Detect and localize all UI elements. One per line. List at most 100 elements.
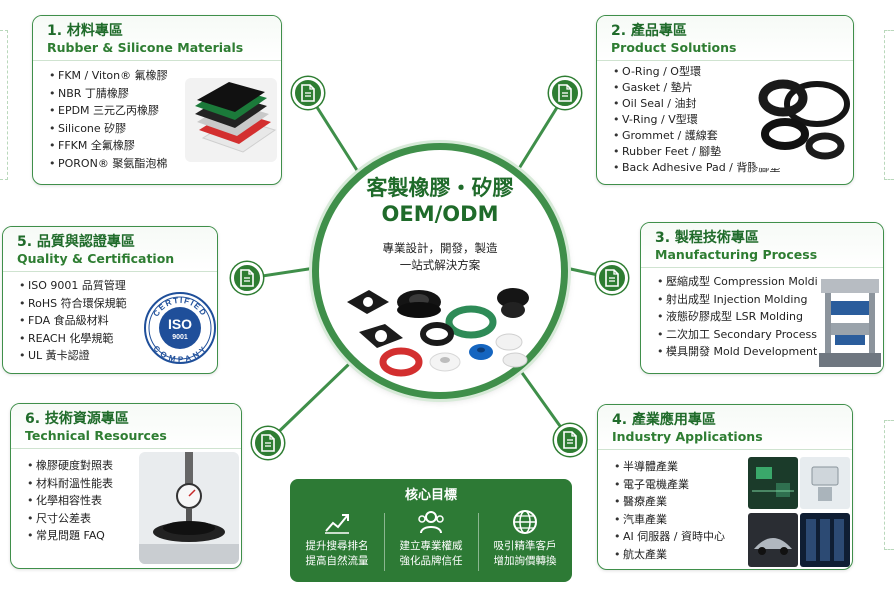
list-item[interactable]: 尺寸公差表 (27, 510, 241, 528)
card-process-list: 壓縮成型 Compression Molding 射出成型 Injection … (641, 268, 883, 361)
list-item[interactable]: UL 黃卡認證 (19, 347, 217, 365)
list-item[interactable]: 射出成型 Injection Molding (657, 291, 883, 309)
card-quality-header: 5. 品質與認證專區 Quality & Certification (3, 227, 217, 272)
list-item[interactable]: 航太產業 (614, 546, 852, 564)
list-item[interactable]: Rubber Feet / 腳墊 (613, 144, 853, 160)
document-icon (605, 269, 619, 287)
goal-ranking-line2: 提高自然流量 (305, 555, 369, 567)
list-item[interactable]: 材料耐溫性能表 (27, 475, 241, 493)
node-process[interactable] (596, 262, 628, 294)
card-process-header: 3. 製程技術專區 Manufacturing Process (641, 223, 883, 268)
people-icon (418, 511, 444, 534)
globe-icon (513, 510, 537, 534)
list-item[interactable]: 電子電機產業 (614, 476, 852, 494)
card-resources-header: 6. 技術資源專區 Technical Resources (11, 404, 241, 449)
list-item[interactable]: 壓縮成型 Compression Molding (657, 273, 883, 291)
card-materials-subtitle: Rubber & Silicone Materials (47, 40, 244, 55)
list-item[interactable]: FKM / Viton® 氟橡膠 (49, 67, 281, 85)
list-item[interactable]: V-Ring / V型環 (613, 112, 853, 128)
list-item[interactable]: REACH 化學規範 (19, 330, 217, 348)
goal-divider (384, 513, 385, 571)
card-materials-title: 1. 材料專區 (47, 23, 123, 39)
molding-machine-image (817, 273, 883, 371)
card-process-title: 3. 製程技術專區 (655, 230, 759, 246)
card-products-list: O-Ring / O型環 Gasket / 墊片 Oil Seal / 油封 V… (597, 61, 853, 176)
list-item[interactable]: 汽車產業 (614, 511, 852, 529)
industry-images-grid (748, 457, 850, 567)
center-tagline-2: 一站式解決方案 (399, 258, 481, 272)
goal-customers-line2: 增加詢價轉換 (493, 555, 557, 567)
list-item[interactable]: FFKM 全氟橡膠 (49, 137, 281, 155)
goal-customers-line1: 吸引精準客戶 (493, 540, 557, 552)
document-icon (301, 84, 315, 102)
card-quality[interactable]: 5. 品質與認證專區 Quality & Certification ISO 9… (2, 226, 218, 374)
goal-authority-line2: 強化品牌信任 (399, 555, 463, 567)
card-resources-subtitle: Technical Resources (25, 428, 167, 443)
goal-item-ranking[interactable]: 提升搜尋排名 提高自然流量 (290, 507, 384, 577)
list-item[interactable]: EPDM 三元乙丙橡膠 (49, 102, 281, 120)
edge-bracket-right-lower (884, 420, 894, 550)
card-materials[interactable]: 1. 材料專區 Rubber & Silicone Materials FKM … (32, 15, 282, 185)
list-item[interactable]: Silicone 矽膠 (49, 120, 281, 138)
card-industry-title: 4. 產業應用專區 (612, 412, 716, 428)
seals-image (755, 68, 851, 168)
node-products[interactable] (549, 77, 581, 109)
hardness-tester-image (139, 452, 239, 564)
list-item[interactable]: 半導體產業 (614, 458, 852, 476)
badge-main-text: ISO (168, 316, 192, 332)
card-process-subtitle: Manufacturing Process (655, 247, 818, 262)
goal-item-authority[interactable]: 建立專業權威 強化品牌信任 (384, 507, 478, 577)
card-industry-list: 半導體產業 電子電機產業 醫療產業 汽車產業 AI 伺服器 / 資時中心 航太產… (598, 450, 852, 563)
goal-item-customers[interactable]: 吸引精準客戶 增加詢價轉換 (478, 507, 572, 577)
edge-bracket-right (884, 30, 894, 180)
card-materials-list: FKM / Viton® 氟橡膠 NBR 丁腈橡膠 EPDM 三元乙丙橡膠 Si… (33, 61, 281, 172)
card-process[interactable]: 3. 製程技術專區 Manufacturing Process 壓縮成型 Com… (640, 222, 884, 374)
list-item[interactable]: 化學相容性表 (27, 492, 241, 510)
rubber-sheets-image (185, 78, 277, 162)
card-resources[interactable]: 6. 技術資源專區 Technical Resources 橡膠硬度對照表 材料… (10, 403, 242, 569)
card-products-subtitle: Product Solutions (611, 40, 737, 55)
center-hub: 客製橡膠・矽膠 OEM/ODM 專業設計，開發，製造 一站式解決方案 (312, 143, 568, 399)
card-products[interactable]: 2. 產品專區 Product Solutions O-Ring / O型環 G… (596, 15, 854, 185)
list-item[interactable]: 液態矽膠成型 LSR Molding (657, 308, 883, 326)
card-products-title: 2. 產品專區 (611, 23, 687, 39)
card-quality-title: 5. 品質與認證專區 (17, 234, 135, 250)
goal-authority-line1: 建立專業權威 (399, 540, 463, 552)
list-item[interactable]: Gasket / 墊片 (613, 80, 853, 96)
list-item[interactable]: 常見問題 FAQ (27, 527, 241, 545)
card-quality-subtitle: Quality & Certification (17, 251, 175, 266)
center-title: 客製橡膠・矽膠 (366, 176, 514, 200)
list-item[interactable]: Grommet / 護線套 (613, 128, 853, 144)
list-item[interactable]: 醫療產業 (614, 493, 852, 511)
card-industry-subtitle: Industry Applications (612, 429, 763, 444)
connector-materials (306, 91, 362, 177)
list-item[interactable]: 橡膠硬度對照表 (27, 457, 241, 475)
list-item[interactable]: O-Ring / O型環 (613, 64, 853, 80)
card-industry[interactable]: 4. 產業應用專區 Industry Applications 半導體產業 電子… (597, 404, 853, 570)
card-resources-title: 6. 技術資源專區 (25, 411, 129, 427)
node-resources[interactable] (252, 427, 284, 459)
card-resources-list: 橡膠硬度對照表 材料耐溫性能表 化學相容性表 尺寸公差表 常見問題 FAQ (11, 449, 241, 545)
list-item[interactable]: Back Adhesive Pad / 背膠腳墊 (613, 160, 853, 176)
list-item[interactable]: 模具開發 Mold Development (657, 343, 883, 361)
node-materials[interactable] (292, 77, 324, 109)
list-item[interactable]: PORON® 聚氨酯泡棉 (49, 155, 281, 173)
list-item[interactable]: RoHS 符合環保規範 (19, 295, 217, 313)
list-item[interactable]: FDA 食品級材料 (19, 312, 217, 330)
document-icon (261, 434, 275, 452)
growth-chart-icon (325, 514, 349, 534)
list-item[interactable]: AI 伺服器 / 資時中心 (614, 528, 852, 546)
document-icon (558, 84, 572, 102)
goal-divider (478, 513, 479, 571)
list-item[interactable]: 二次加工 Secondary Process (657, 326, 883, 344)
list-item[interactable]: Oil Seal / 油封 (613, 96, 853, 112)
rubber-parts-image (347, 288, 529, 377)
list-item[interactable]: NBR 丁腈橡膠 (49, 85, 281, 103)
node-quality[interactable] (231, 262, 263, 294)
list-item[interactable]: ISO 9001 品質管理 (19, 277, 217, 295)
badge-num-text: 9001 (172, 334, 188, 341)
edge-bracket-left (0, 30, 8, 180)
node-industry[interactable] (554, 424, 586, 456)
document-icon (563, 431, 577, 449)
center-tagline-1: 專業設計，開發，製造 (382, 241, 498, 255)
